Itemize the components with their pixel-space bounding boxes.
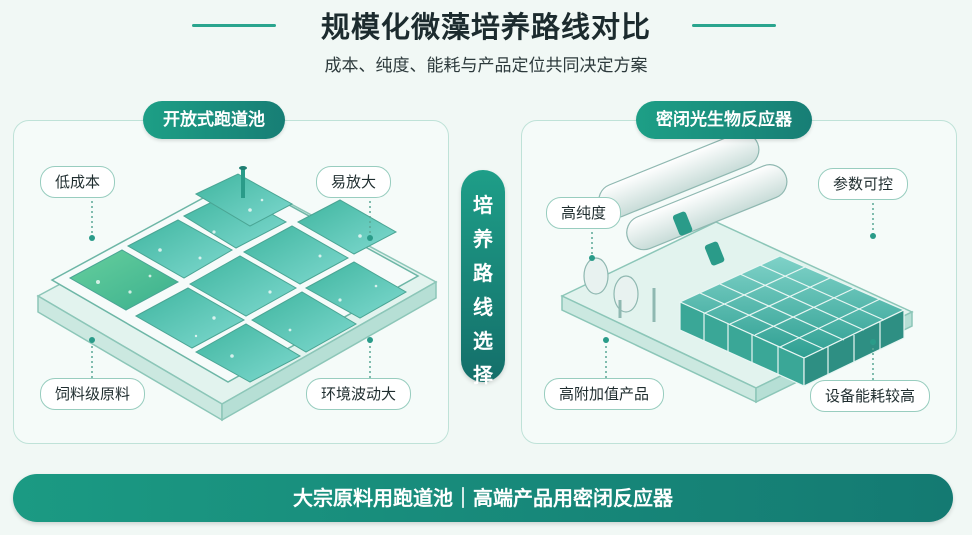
pond-bubbles	[96, 198, 378, 358]
tag-connectors	[91, 196, 874, 380]
conclusion-bar: 大宗原料用跑道池｜高端产品用密闭反应器	[13, 474, 953, 522]
tag-controllable: 参数可控	[818, 168, 909, 200]
page-subtitle: 成本、纯度、能耗与产品定位共同决定方案	[324, 56, 648, 76]
tag-easy-scale: 易放大	[316, 166, 392, 198]
route-choice-char: 培	[473, 193, 493, 217]
pond-water-cells	[68, 173, 408, 383]
tag-feed-grade: 饲料级原料	[40, 378, 146, 410]
tag-low-cost: 低成本	[40, 166, 116, 198]
reactor-tubes	[583, 132, 788, 322]
page-title: 规模化微藻培养路线对比	[320, 10, 651, 44]
route-choice-char: 路	[473, 261, 493, 285]
title-decor-left	[192, 24, 276, 27]
title-decor-right	[692, 24, 776, 27]
tag-env-fluctuation: 环境波动大	[306, 378, 412, 410]
raceway-pond-illustration	[36, 166, 438, 422]
route-choice-char: 选	[473, 329, 493, 353]
tag-high-purity: 高纯度	[546, 197, 622, 229]
reactor-glass-house	[678, 255, 906, 387]
route-choice-char: 线	[473, 295, 493, 319]
photobioreactor-title: 密闭光生物反应器	[636, 101, 812, 139]
route-choice-char: 择	[473, 363, 493, 387]
open-pond-title: 开放式跑道池	[143, 101, 285, 139]
route-choice-char: 养	[473, 227, 493, 251]
route-choice-pill: 培 养 路 线 选 择	[461, 170, 505, 387]
photobioreactor-illustration	[560, 132, 914, 404]
tag-high-energy: 设备能耗较高	[810, 380, 931, 412]
tag-high-value: 高附加值产品	[544, 378, 665, 410]
